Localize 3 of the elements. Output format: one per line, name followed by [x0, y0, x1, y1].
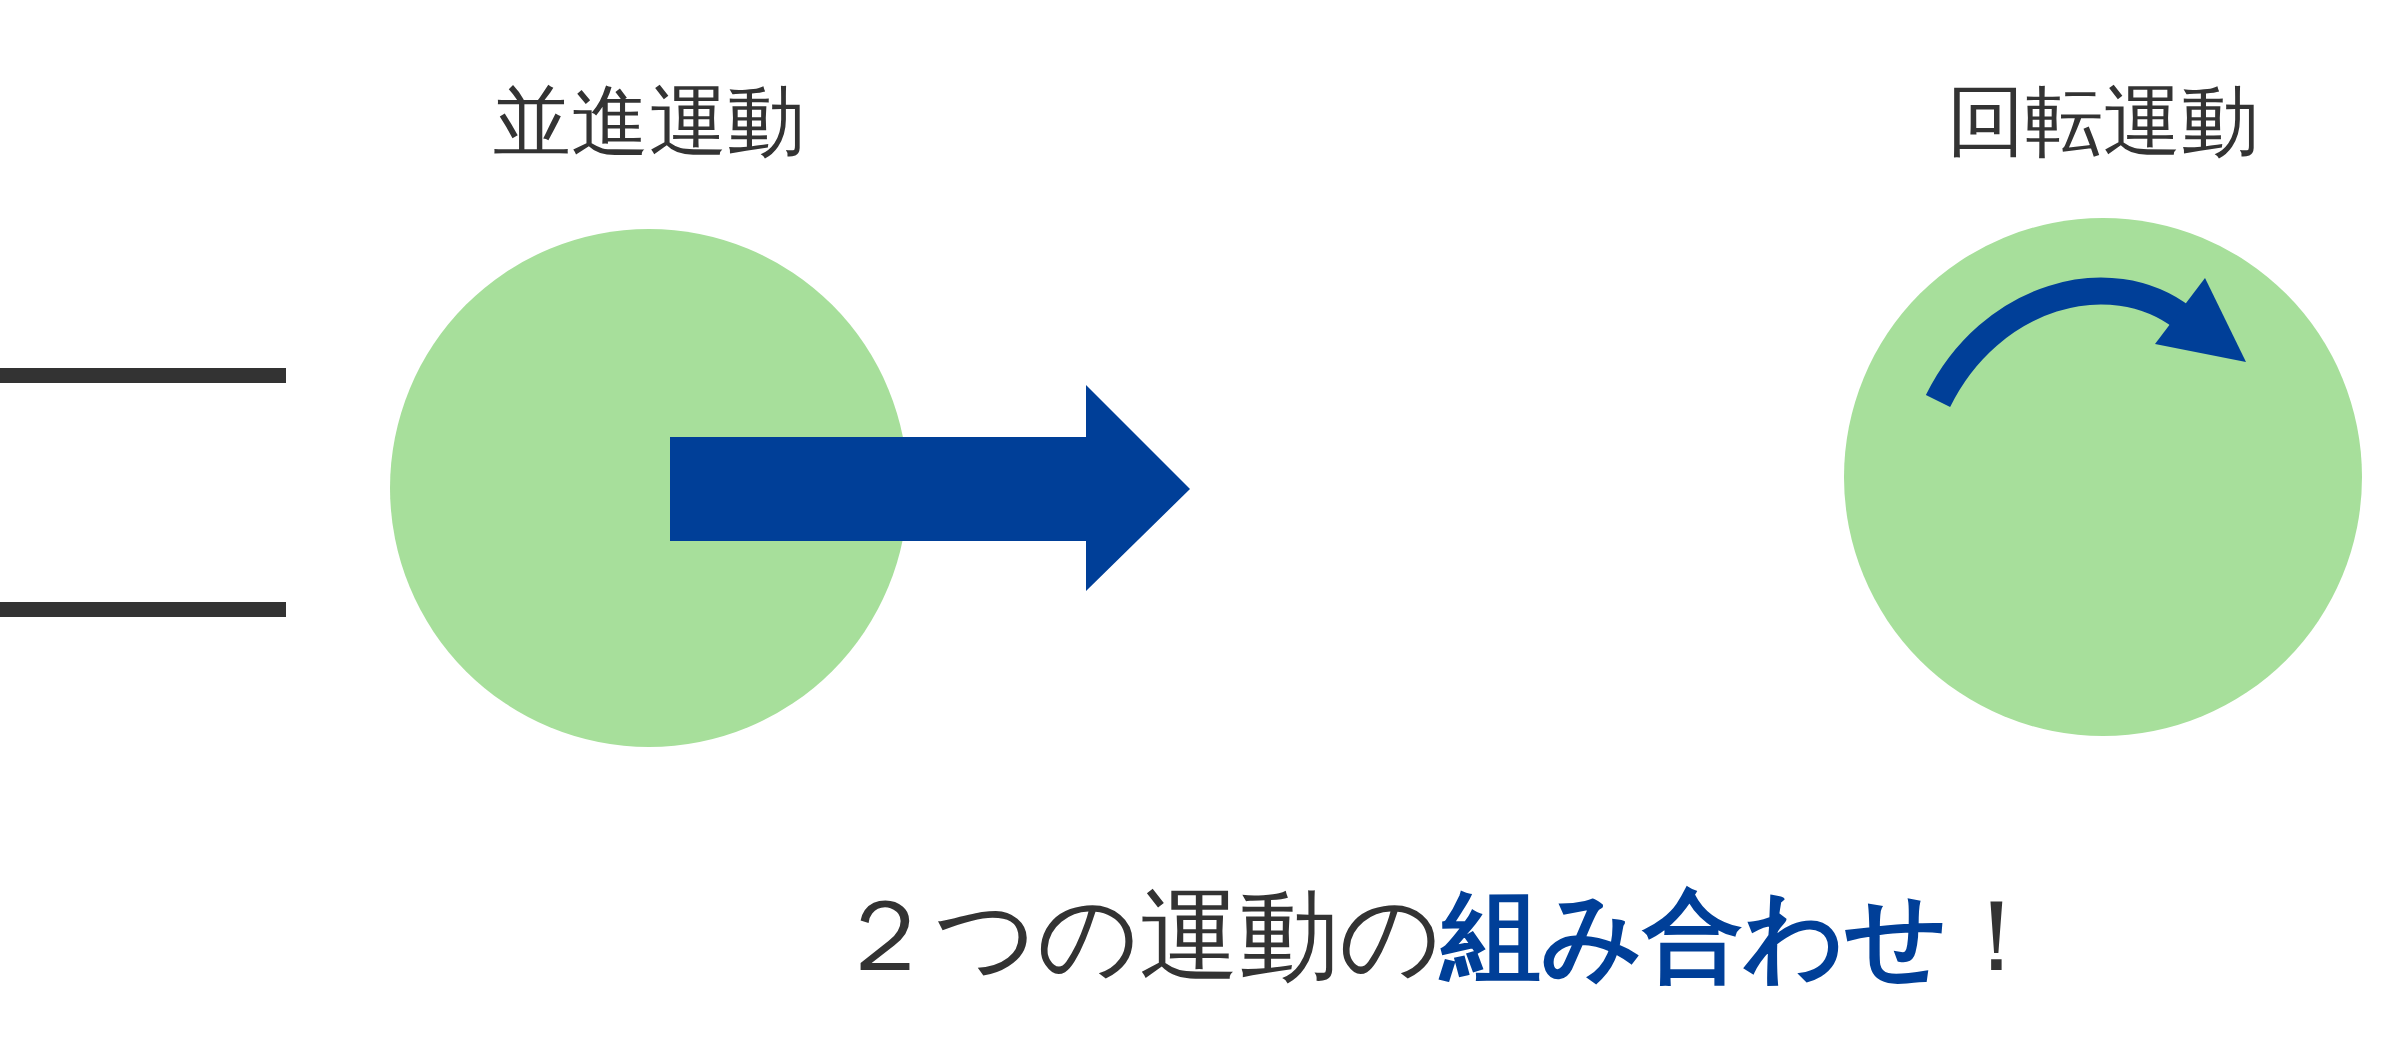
motion-label: 回転運動 [1946, 75, 2260, 168]
motion-label: 並進運動 [492, 75, 806, 168]
conclusion-text: ２つの運動の組み合わせ！ [835, 876, 2047, 996]
